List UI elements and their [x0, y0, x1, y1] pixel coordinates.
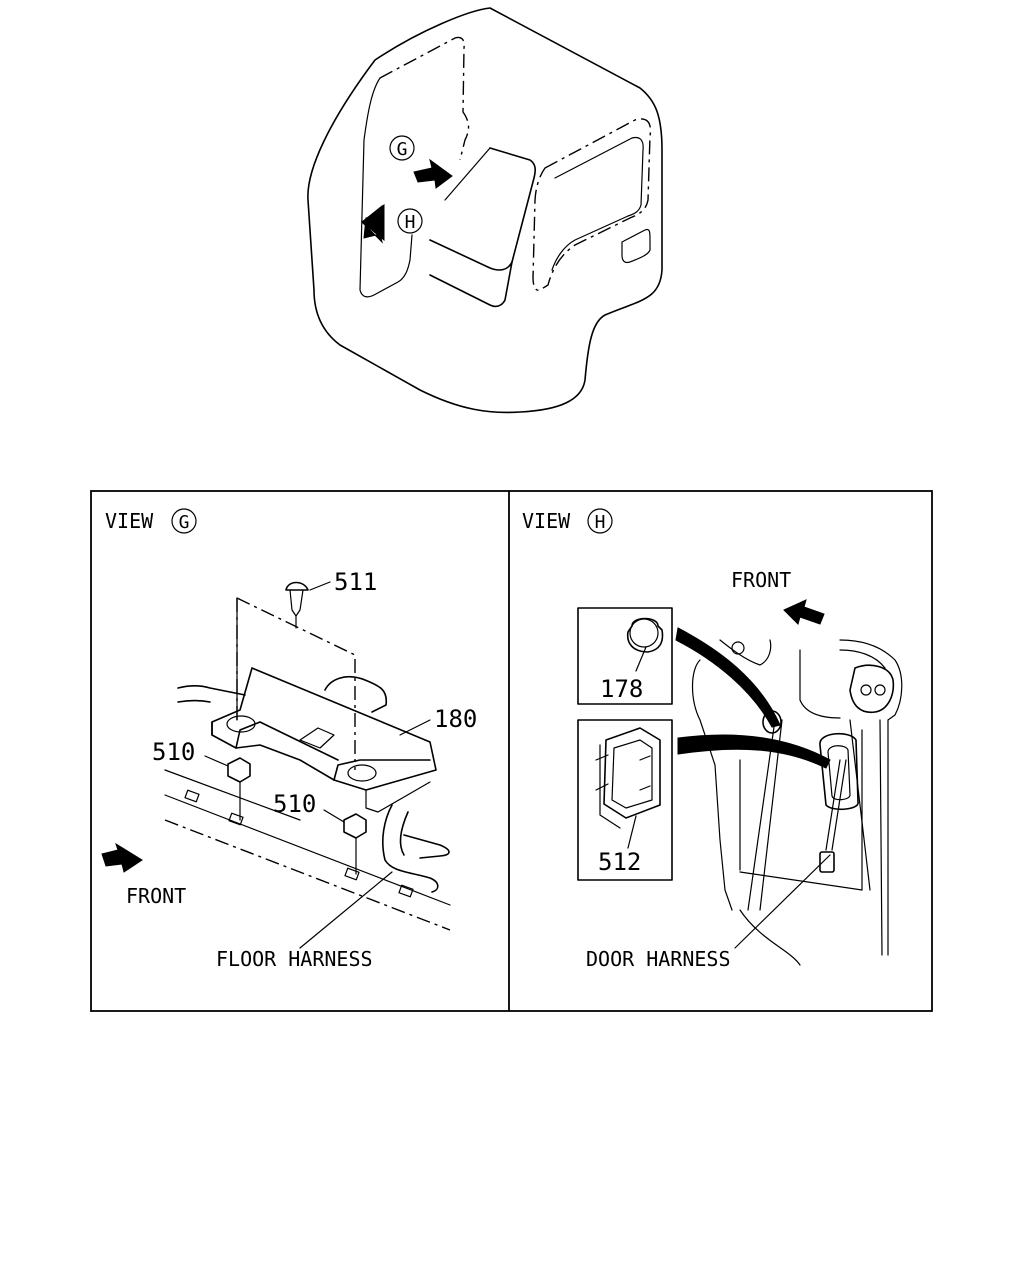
- view-h-arrow-head: [361, 203, 385, 242]
- view-h-title: VIEW: [522, 509, 571, 533]
- part-number-178: 178: [600, 675, 643, 703]
- part-number-180: 180: [434, 705, 477, 733]
- cab-outline: [307, 7, 663, 414]
- view-h-front-arrow: [783, 599, 825, 625]
- clip-510-a: [227, 757, 251, 821]
- part-number-511: 511: [334, 568, 377, 596]
- cab-marker-h-label: H: [405, 212, 416, 233]
- detail-box-178: [577, 607, 673, 705]
- view-h-front-label: FRONT: [731, 568, 791, 592]
- view-g-title: VIEW: [105, 509, 154, 533]
- part-number-510-a: 510: [152, 738, 195, 766]
- cab-marker-h: H: [397, 208, 423, 234]
- screw-511: [285, 581, 309, 629]
- views-frame: [90, 490, 933, 1012]
- view-g-panel: VIEW G 511: [101, 508, 477, 971]
- door-harness-label: DOOR HARNESS: [586, 947, 731, 971]
- view-g-front-arrow: [101, 842, 143, 873]
- floor-harness-label: FLOOR HARNESS: [216, 947, 373, 971]
- view-h-panel: VIEW H FRONT: [522, 508, 903, 971]
- view-g-marker: G: [179, 512, 190, 533]
- view-h-marker: H: [595, 512, 606, 533]
- view-g-direction-arrow: [413, 158, 453, 189]
- cab-marker-g-label: G: [397, 139, 408, 160]
- clip-178: [626, 617, 664, 653]
- part-number-512: 512: [598, 848, 641, 876]
- detail-box-512: [577, 719, 673, 881]
- part-number-510-b: 510: [273, 790, 316, 818]
- clip-510-b: [343, 813, 367, 875]
- cab-marker-g: G: [389, 135, 415, 161]
- grommet-512: [595, 727, 661, 829]
- view-g-front-label: FRONT: [126, 884, 186, 908]
